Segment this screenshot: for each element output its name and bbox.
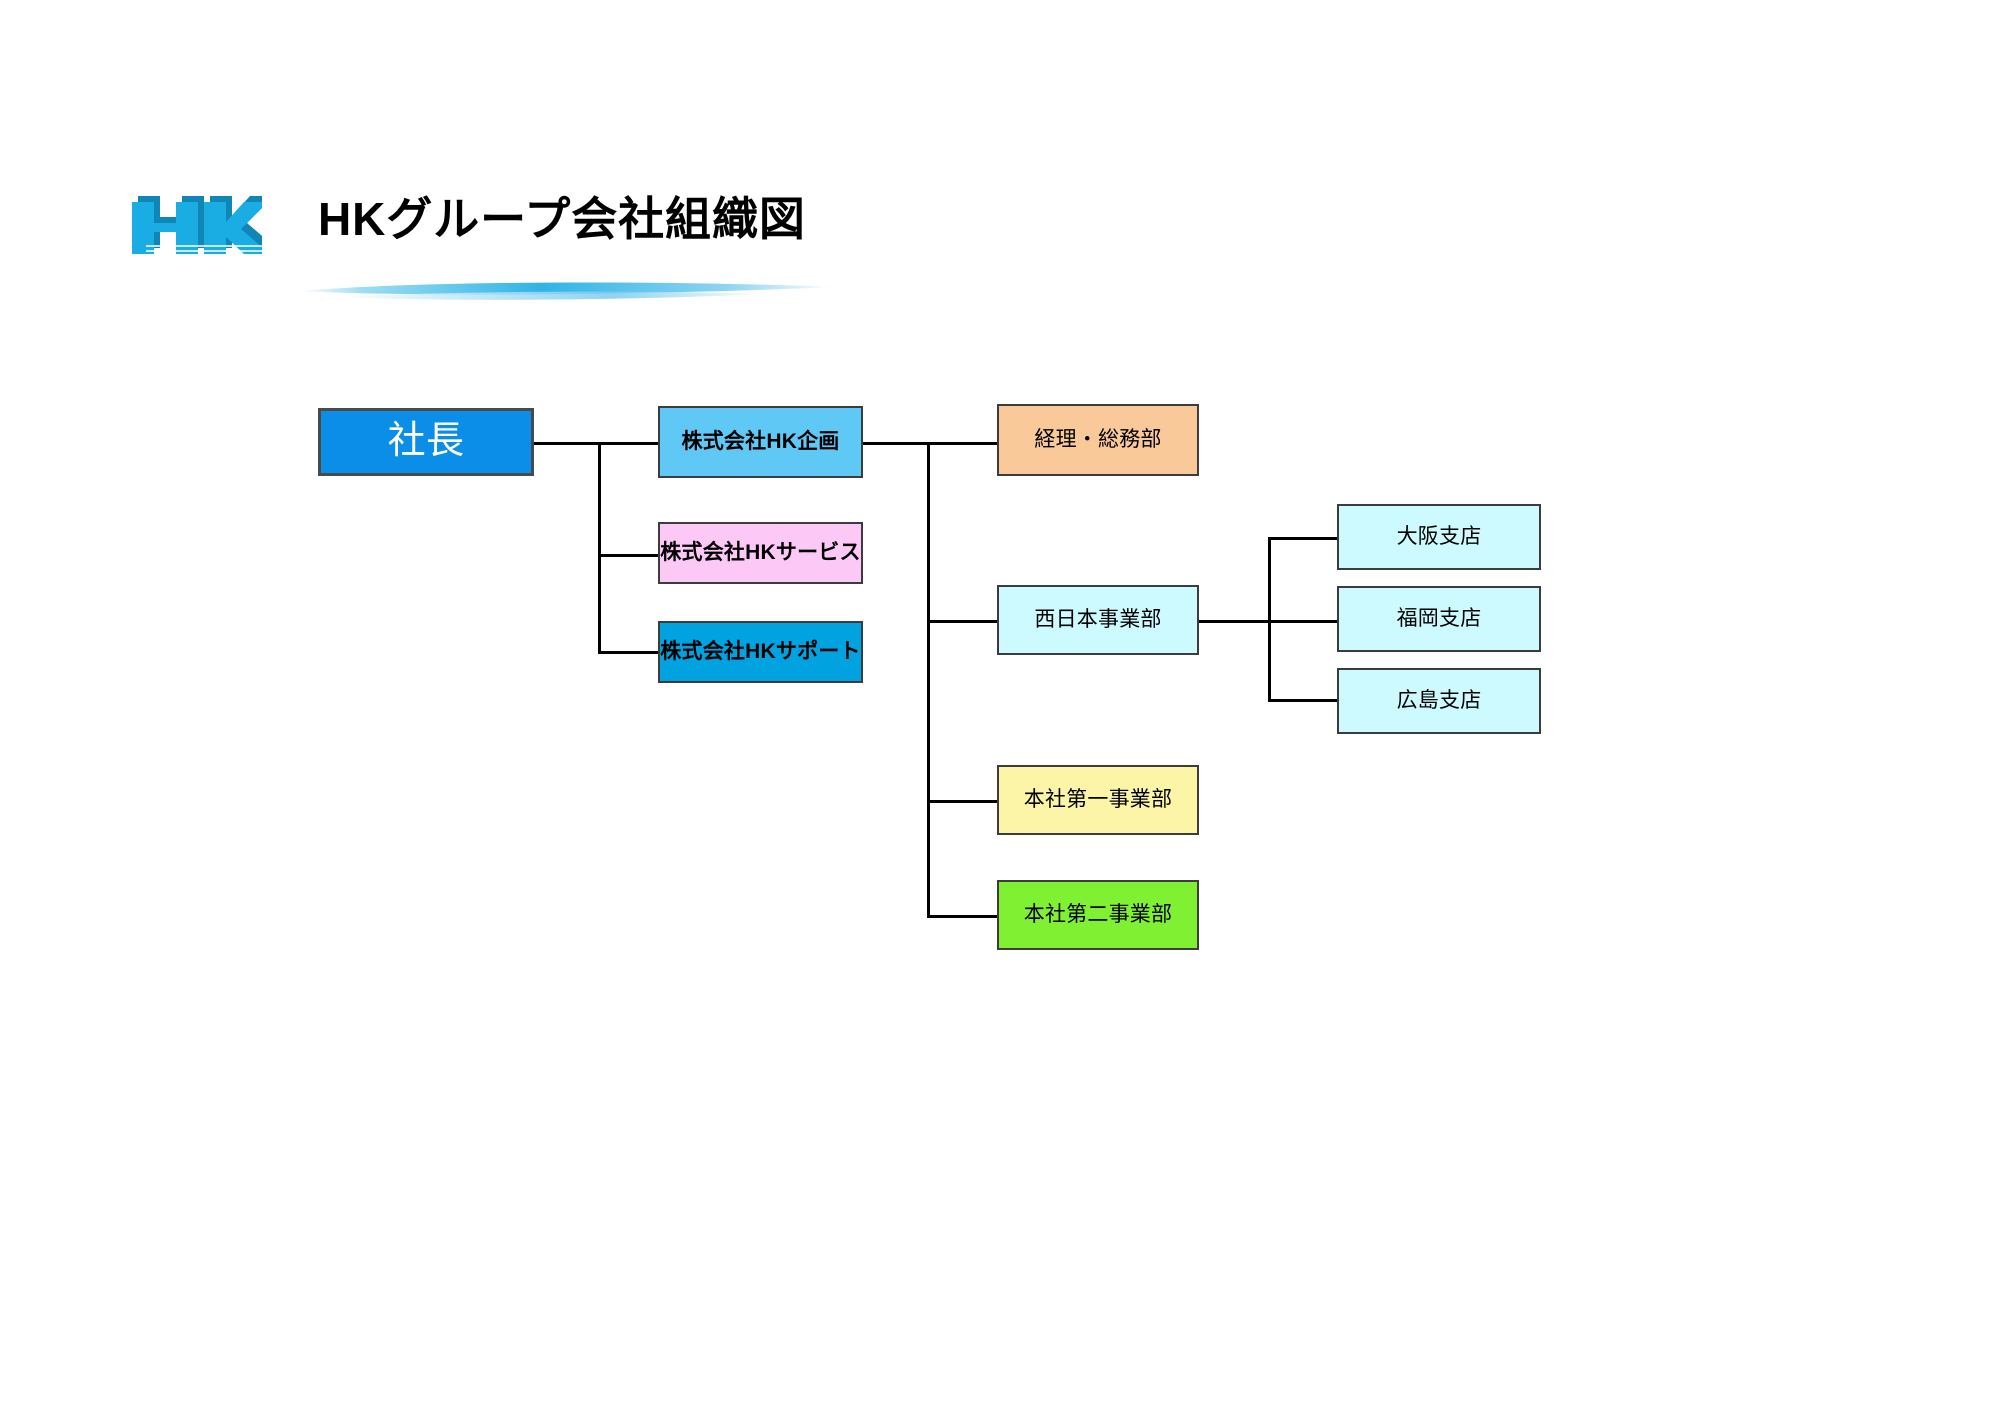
connector-kikaku-out: [862, 442, 930, 445]
connector-to-daiichi: [927, 800, 999, 803]
node-osaka-branch[interactable]: 大阪支店: [1337, 504, 1541, 570]
node-hk-service-label: 株式会社HKサービス: [660, 540, 861, 564]
node-honsha-daiichi[interactable]: 本社第一事業部: [997, 765, 1199, 835]
node-honsha-daini[interactable]: 本社第二事業部: [997, 880, 1199, 950]
node-hk-kikaku[interactable]: 株式会社HK企画: [658, 406, 863, 478]
connector-department-trunk: [927, 442, 930, 918]
connector-nishinihon-out: [1198, 620, 1270, 623]
connector-to-kikaku: [598, 442, 660, 445]
hk-logo-icon: [132, 190, 262, 268]
node-hk-support-label: 株式会社HKサポート: [660, 639, 861, 663]
connector-to-daini: [927, 915, 999, 918]
node-fukuoka-branch-label: 福岡支店: [1396, 606, 1482, 630]
node-hk-kikaku-label: 株式会社HK企画: [681, 429, 840, 453]
connector-to-fukuoka: [1268, 620, 1338, 623]
node-honsha-daiichi-label: 本社第一事業部: [1023, 787, 1173, 811]
connector-to-support: [598, 651, 660, 654]
node-honsha-daini-label: 本社第二事業部: [1023, 902, 1173, 926]
node-hk-support[interactable]: 株式会社HKサポート: [658, 621, 863, 683]
page-header: HKグループ会社組織図: [0, 0, 2000, 320]
connector-to-nishinihon: [927, 620, 999, 623]
node-osaka-branch-label: 大阪支店: [1396, 524, 1482, 548]
node-keiri-somubu[interactable]: 経理・総務部: [997, 404, 1199, 476]
connector-subsidiary-trunk: [598, 442, 601, 652]
node-president[interactable]: 社長: [318, 408, 534, 476]
node-hiroshima-branch-label: 広島支店: [1396, 688, 1482, 712]
node-hiroshima-branch[interactable]: 広島支店: [1337, 668, 1541, 734]
node-nishinihon-jigyobu[interactable]: 西日本事業部: [997, 585, 1199, 655]
node-president-label: 社長: [387, 420, 465, 463]
node-hk-service[interactable]: 株式会社HKサービス: [658, 522, 863, 584]
node-keiri-somubu-label: 経理・総務部: [1034, 427, 1162, 451]
connector-to-service: [598, 554, 660, 557]
node-nishinihon-jigyobu-label: 西日本事業部: [1034, 607, 1162, 631]
connector-branch-trunk: [1268, 537, 1271, 702]
node-fukuoka-branch[interactable]: 福岡支店: [1337, 586, 1541, 652]
connector-president-trunk: [532, 442, 600, 445]
title-underline-swoosh: [295, 278, 855, 304]
page-title: HKグループ会社組織図: [318, 193, 806, 245]
connector-to-keiri: [927, 442, 999, 445]
connector-to-osaka: [1268, 537, 1338, 540]
connector-to-hiroshima: [1268, 699, 1338, 702]
